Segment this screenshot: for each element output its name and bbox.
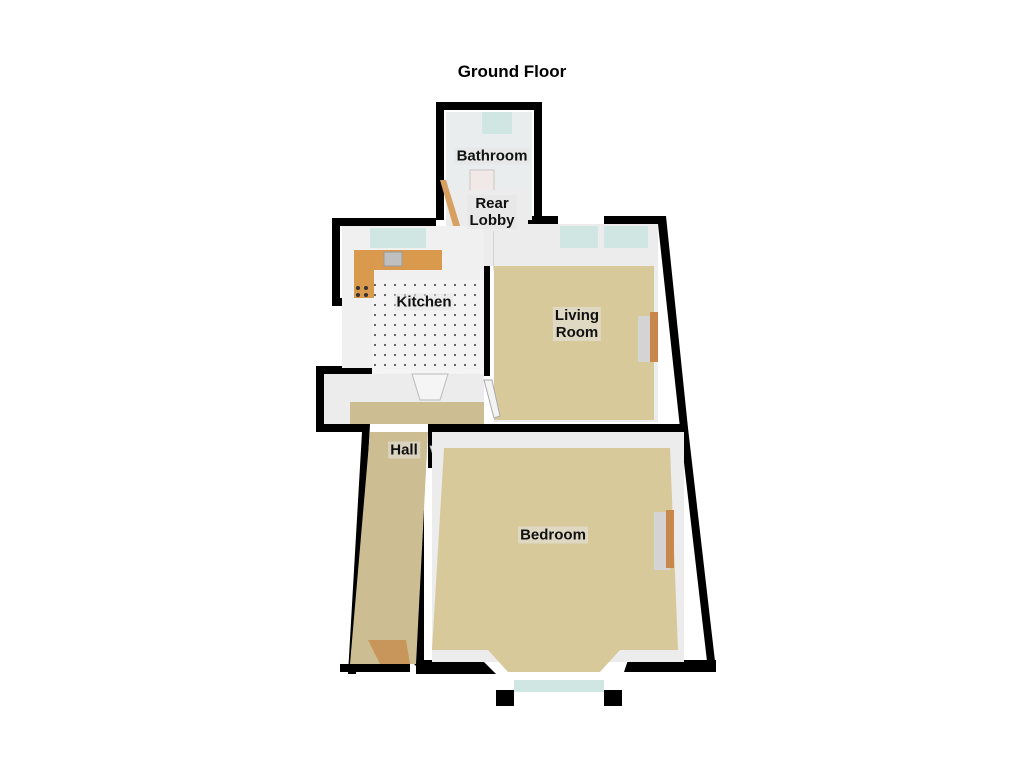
bedroom-carpet xyxy=(432,448,678,672)
hall-floor xyxy=(350,432,428,664)
bay-window xyxy=(514,680,604,692)
bathroom-window xyxy=(482,112,512,134)
hall-mat xyxy=(368,640,410,664)
kitchen-door xyxy=(411,373,449,401)
room-label-kitchen: Kitchen xyxy=(394,293,454,311)
kitchen-window xyxy=(370,228,426,248)
hob-icon xyxy=(356,286,368,297)
living-window-right xyxy=(604,226,648,248)
sink-icon xyxy=(383,251,403,267)
rear-door xyxy=(440,180,462,236)
floor-title: Ground Floor xyxy=(457,62,567,81)
living-radiator xyxy=(638,316,652,362)
living-door xyxy=(483,379,501,419)
room-label-bathroom: Bathroom xyxy=(454,147,530,165)
room-label-rear-lobby: Rear Lobby xyxy=(467,195,517,229)
living-room-carpet xyxy=(494,266,654,420)
room-label-living-room: Living Room xyxy=(552,307,602,341)
living-window-left xyxy=(560,226,598,248)
room-label-hall: Hall xyxy=(388,441,420,459)
hall-floor-top xyxy=(350,402,484,424)
room-label-bedroom: Bedroom xyxy=(518,526,588,544)
